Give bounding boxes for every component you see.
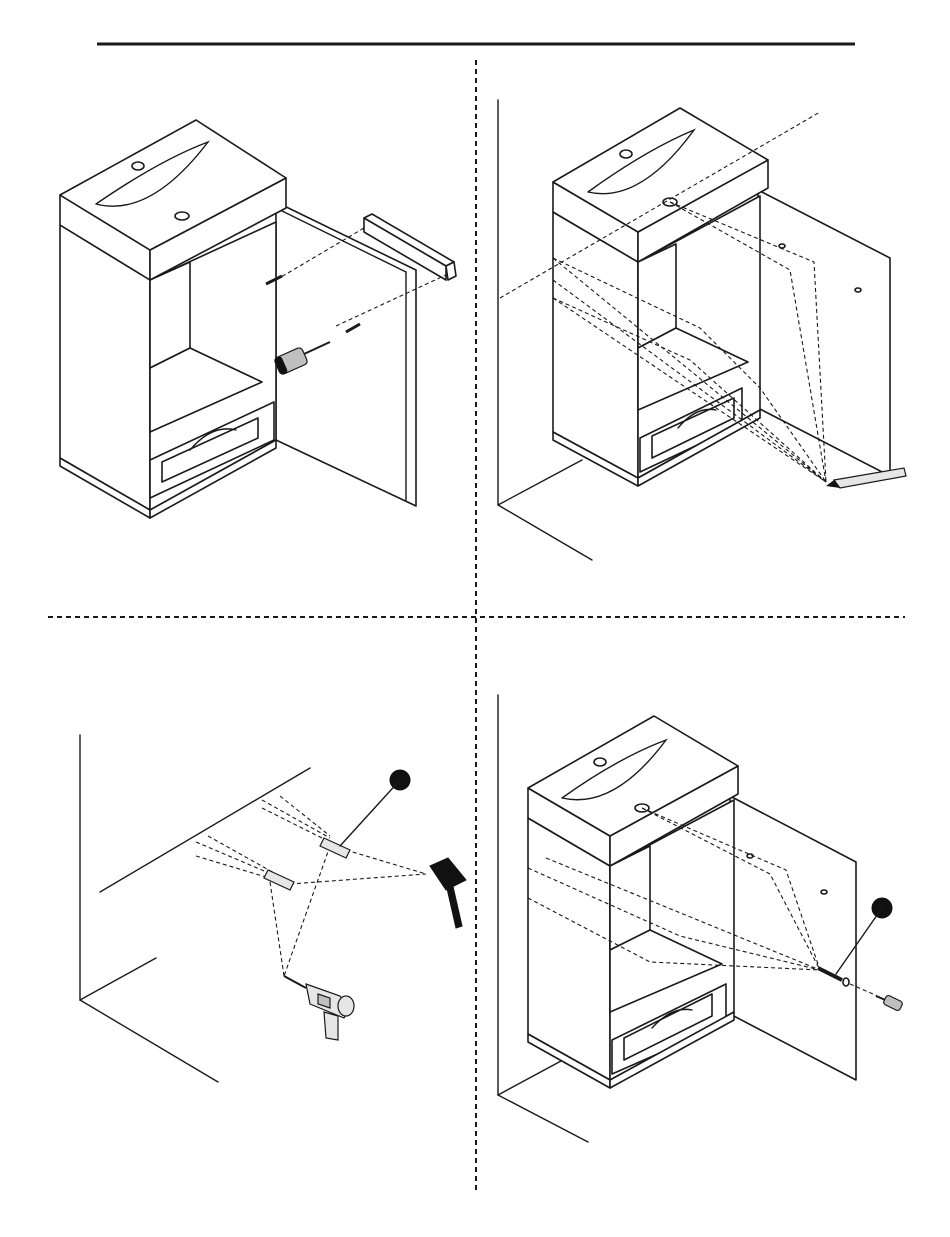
- floor-edge: [80, 1000, 218, 1082]
- panel-1: [60, 120, 456, 518]
- power-drill-icon: [284, 976, 354, 1040]
- faucet-hole: [594, 758, 606, 766]
- floor-edge: [498, 505, 592, 560]
- rubber-mallet-icon: [430, 858, 466, 928]
- panel-3: [80, 735, 466, 1082]
- washer-icon: [843, 978, 849, 986]
- cabinet-door: [758, 190, 890, 476]
- cabinet-door: [730, 796, 856, 1080]
- faucet-hole: [620, 150, 632, 158]
- floor-edge: [498, 1095, 588, 1142]
- pencil-icon: [826, 468, 906, 488]
- drain-hole: [175, 212, 189, 220]
- screwdriver-icon: [876, 995, 903, 1012]
- level-line: [100, 768, 310, 892]
- panel-2: [498, 100, 906, 560]
- faucet-hole: [132, 162, 144, 170]
- panel-4: [498, 695, 903, 1142]
